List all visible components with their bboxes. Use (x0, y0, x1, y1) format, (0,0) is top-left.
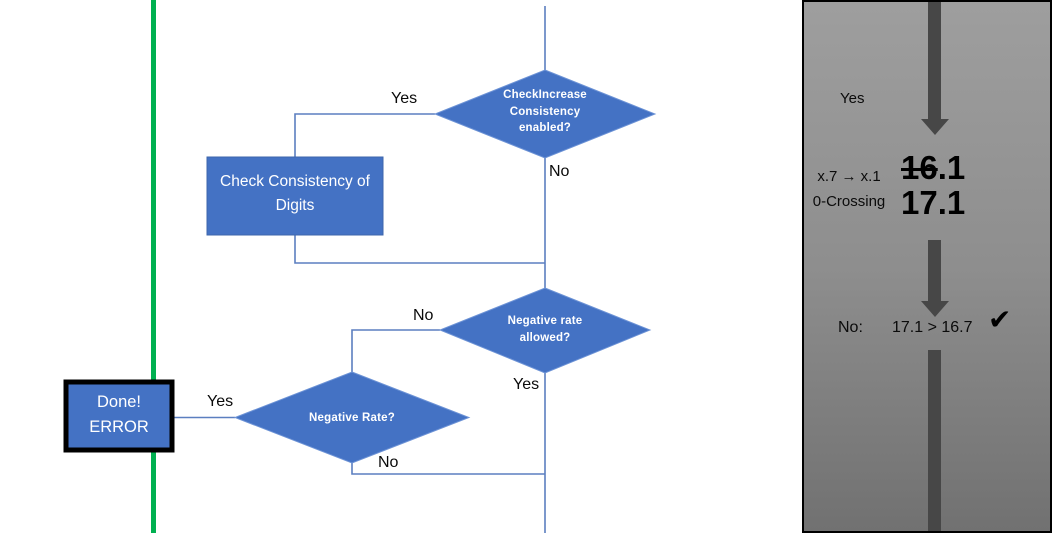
transition-name-text: 0-Crossing (812, 193, 886, 210)
checkmark-icon: ✔ (988, 303, 1012, 336)
old-value-text: 16.1 (901, 150, 965, 185)
decision-label-negative-rate-allowed: Negative rate allowed? (507, 315, 583, 344)
transition-rule-text: x.7 → x.1 (817, 168, 881, 185)
connector-d2-no (351, 329, 440, 372)
annotation-panel: Yes x.7 → x.1 0-Crossing 16.1 17.1 No: 1… (802, 0, 1052, 533)
process-box-check-consistency (206, 156, 384, 236)
old-value-struck: 16 (901, 149, 938, 186)
down-arrow-head-middle (921, 301, 949, 317)
old-value-suffix: .1 (937, 149, 966, 186)
down-arrow-shaft-bottom (928, 350, 941, 531)
new-value-text: 17.1 (901, 184, 966, 221)
process-label-done-error: Done! ERROR (89, 393, 149, 436)
connector-d1-yes (294, 113, 435, 157)
branch-label-negative-rate-no: No (378, 454, 399, 471)
value-comparison-numbers: 16.1 17.1 (901, 150, 965, 220)
decision-diamond-negative-rate-allowed (438, 287, 652, 374)
connector-lines (172, 6, 546, 533)
decision-diamond-check-increase (433, 69, 657, 159)
branch-label-negative-rate-allowed-no: No (413, 307, 434, 324)
comparison-text: 17.1 > 16.7 (892, 319, 973, 336)
timeline-green-line (151, 0, 156, 533)
process-label-check-consistency: Check Consistency of Digits (220, 173, 370, 214)
branch-label-negative-rate-yes: Yes (207, 393, 234, 410)
decision-label-negative-rate: Negative Rate? (309, 412, 395, 424)
panel-yes-label: Yes (840, 90, 865, 107)
branch-label-check-increase-no: No (549, 163, 570, 180)
down-arrow-head-top (921, 119, 949, 135)
connector-box1-merge (294, 235, 545, 264)
decision-diamond-negative-rate (233, 371, 471, 464)
process-box-done-error (63, 379, 175, 453)
down-arrow-shaft-middle (928, 240, 941, 302)
down-arrow-shaft-top (928, 2, 941, 120)
branch-label-negative-rate-allowed-yes: Yes (513, 376, 540, 393)
result-no-label: No: (838, 319, 863, 336)
branch-label-check-increase-yes: Yes (391, 90, 418, 107)
connector-d3-no (351, 463, 545, 475)
decision-label-check-increase: CheckIncrease Consistency enabled? (503, 89, 587, 135)
